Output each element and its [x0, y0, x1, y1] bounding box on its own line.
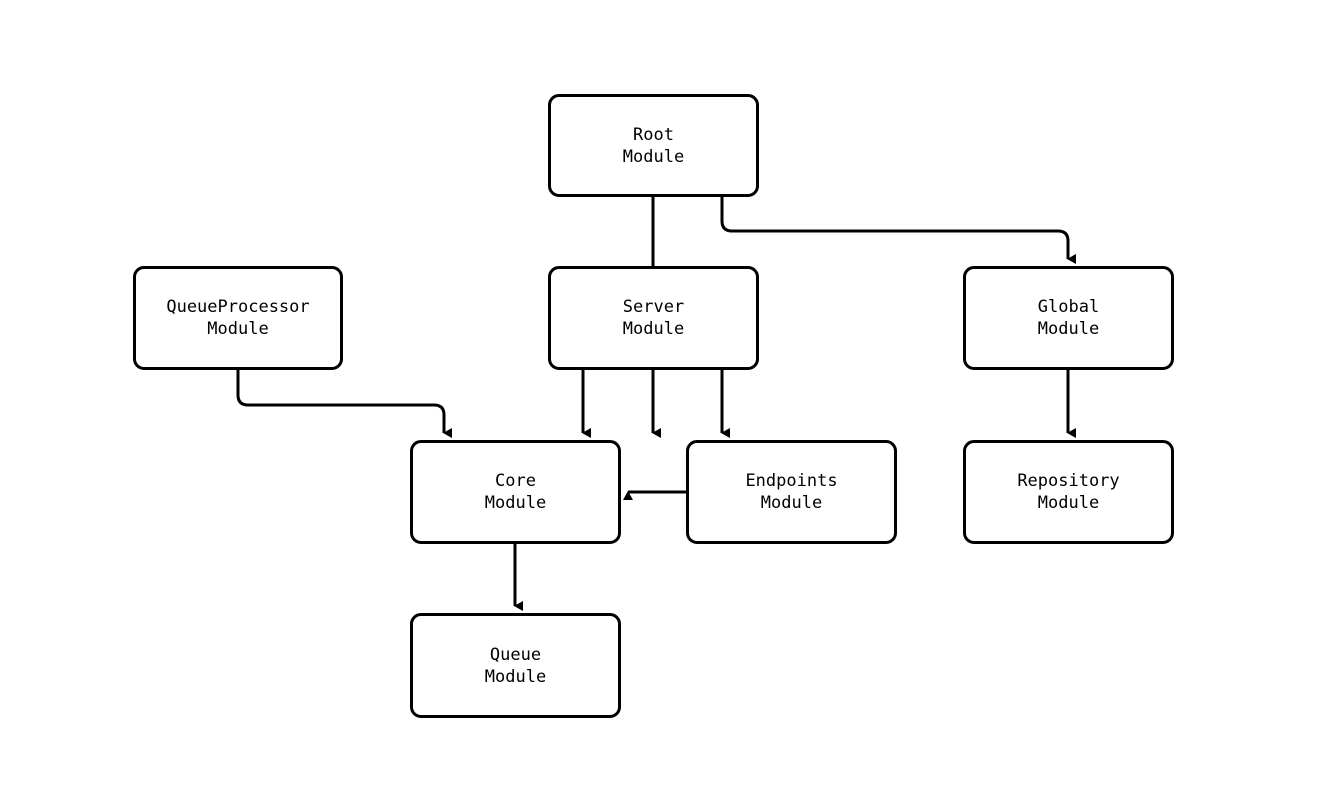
node-repository[interactable]: Repository Module	[963, 440, 1174, 544]
node-endpoints[interactable]: Endpoints Module	[686, 440, 897, 544]
node-server-label-line2: Module	[622, 319, 685, 339]
node-root[interactable]: Root Module	[548, 94, 759, 197]
node-queue[interactable]: Queue Module	[410, 613, 621, 718]
node-queue-label-line1: Queue	[489, 644, 542, 665]
node-queueprocessor-label-line1: QueueProcessor	[166, 297, 310, 317]
node-queueprocessor-label-line2: Module	[207, 319, 269, 339]
edge-paths	[236, 197, 1076, 611]
node-repository-label-line1: Repository	[1017, 471, 1120, 491]
node-server[interactable]: Server Module	[548, 266, 759, 370]
node-root-label-line1: Root	[633, 124, 674, 145]
node-core-label-line2: Module	[484, 493, 547, 513]
edge-root-global	[720, 197, 1076, 264]
node-endpoints-label-line1: Endpoints	[745, 471, 838, 491]
node-global[interactable]: Global Module	[963, 266, 1174, 370]
node-global-label-line1: Global	[1037, 297, 1100, 317]
node-queueprocessor[interactable]: QueueProcessor Module	[133, 266, 343, 370]
node-core-label-line1: Core	[495, 471, 536, 491]
node-queue-label-line2: Module	[484, 666, 547, 687]
edge-queueprocessor-core	[236, 370, 452, 438]
node-core[interactable]: Core Module	[410, 440, 621, 544]
node-repository-label-line2: Module	[1037, 493, 1100, 513]
node-endpoints-label-line2: Module	[760, 493, 823, 513]
node-global-label-line2: Module	[1037, 319, 1100, 339]
node-root-label-line2: Module	[622, 146, 685, 167]
node-server-label-line1: Server	[622, 297, 685, 317]
